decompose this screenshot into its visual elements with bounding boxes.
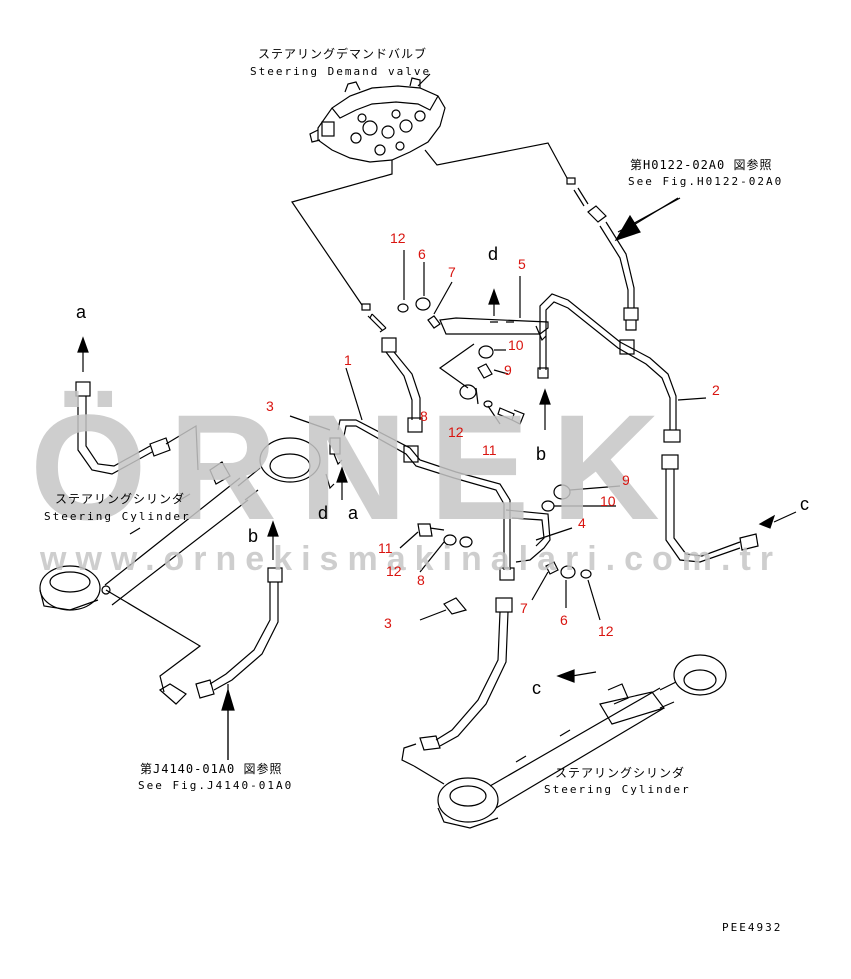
part-number: 11 <box>378 540 393 556</box>
cyl-left-label-jp: ステアリングシリンダ <box>55 492 186 506</box>
tube-1 <box>329 419 511 570</box>
connection-letter: b <box>248 526 259 546</box>
part-number: 5 <box>518 256 526 272</box>
part-number: 9 <box>504 362 512 378</box>
hose-upper-right <box>587 205 639 331</box>
part-number: 2 <box>712 382 720 398</box>
cyl-left-label-en: Steering Cylinder <box>44 510 191 523</box>
cyl-right-label-en: Steering Cylinder <box>544 783 691 796</box>
part-number: 10 <box>508 337 524 353</box>
bracket-4 <box>505 509 551 563</box>
hose-lower-right <box>661 454 759 563</box>
demand-valve <box>309 77 446 163</box>
left-steering-cylinder <box>39 437 321 611</box>
part-number: 12 <box>598 623 614 639</box>
demand-valve-label-en: Steering Demand valve <box>250 65 432 78</box>
hose-valve-left <box>381 337 423 433</box>
arrow-c-lower <box>556 669 597 683</box>
tube-2 <box>539 293 681 443</box>
arrow-c-right <box>758 511 797 529</box>
arrow-a-mid <box>336 466 348 500</box>
ref-bottom-label-jp: 第J4140-01A0 図参照 <box>140 762 283 776</box>
arrow-ref-top <box>614 197 679 242</box>
arrow-d-upper <box>488 288 500 316</box>
part-number: 8 <box>420 408 428 424</box>
watermark-brand: ÖRNEK <box>30 383 682 551</box>
connection-letter: a <box>348 503 359 523</box>
part-number: 1 <box>344 352 352 368</box>
ref-bottom-label-en: See Fig.J4140-01A0 <box>138 779 294 792</box>
arrow-b-upper <box>539 388 551 430</box>
right-steering-cylinder <box>437 654 727 829</box>
part-number: 12 <box>390 230 406 246</box>
watermark-url: www.ornekismakinalari.com.tr <box>40 540 783 578</box>
part-number: 12 <box>448 424 464 440</box>
part-number: 8 <box>417 572 425 588</box>
arrow-a-left <box>77 336 89 372</box>
connection-letter: c <box>800 494 809 514</box>
valve-leader-right <box>424 142 568 179</box>
connection-letter: b <box>536 444 547 464</box>
part-number: 4 <box>578 515 586 531</box>
part-number: 6 <box>418 246 426 262</box>
ref-top-label-jp: 第H0122-02A0 図参照 <box>630 158 773 172</box>
part-number: 11 <box>482 442 497 458</box>
part-number: 3 <box>266 398 274 414</box>
cyl-right-label-jp: ステアリングシリンダ <box>555 766 686 780</box>
part-number: 7 <box>448 264 456 280</box>
part-number: 9 <box>622 472 630 488</box>
hose-center <box>401 567 515 767</box>
part-number: 6 <box>560 612 568 628</box>
ref-top-label-en: See Fig.H0122-02A0 <box>628 175 784 188</box>
hose-b <box>195 567 283 699</box>
connection-letter: d <box>318 503 329 523</box>
connection-letter: d <box>488 244 499 264</box>
valve-leader-left <box>291 160 393 306</box>
part-number: 12 <box>386 563 402 579</box>
part-number: 3 <box>384 615 392 631</box>
part-number: 10 <box>600 493 616 509</box>
hose-a <box>75 381 199 475</box>
connection-letter: c <box>532 678 541 698</box>
arrow-b-left <box>267 520 279 560</box>
arrow-ref-bottom <box>221 687 235 760</box>
demand-valve-label-jp: ステアリングデマンドバルブ <box>258 47 428 61</box>
connection-letter: a <box>76 302 87 322</box>
bracket-5 <box>439 317 549 342</box>
doc-code: PEE4932 <box>722 921 783 934</box>
part-number: 7 <box>520 600 528 616</box>
